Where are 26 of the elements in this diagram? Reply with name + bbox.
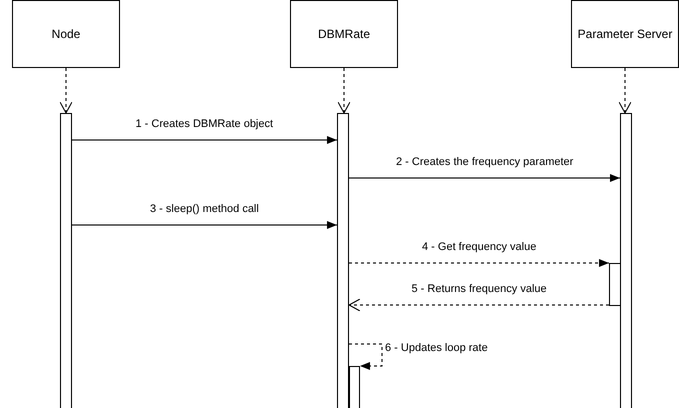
message-label: 5 - Returns frequency value bbox=[412, 283, 547, 296]
participant-name: Parameter Server bbox=[578, 27, 672, 41]
activation-bar bbox=[337, 113, 349, 408]
activation-bar bbox=[609, 263, 621, 306]
activation-bar bbox=[349, 366, 360, 408]
message-label: 1 - Creates DBMRate object bbox=[136, 118, 274, 131]
participant-box bbox=[290, 0, 398, 68]
participant-name: DBMRate bbox=[318, 27, 370, 41]
activation-bar bbox=[620, 113, 632, 408]
message-label: 6 - Updates loop rate bbox=[385, 342, 488, 355]
message-label: 4 - Get frequency value bbox=[422, 241, 536, 254]
message-arrow bbox=[72, 221, 338, 229]
lifeline-arrow bbox=[338, 68, 350, 114]
lifeline-arrow bbox=[60, 68, 72, 114]
activation-bar bbox=[60, 113, 72, 408]
message-label: 2 - Creates the frequency parameter bbox=[396, 156, 574, 169]
message-arrow bbox=[348, 174, 620, 182]
return-arrow bbox=[348, 298, 610, 312]
message-label: 3 - sleep() method call bbox=[150, 203, 259, 216]
self-message-arrow bbox=[348, 344, 382, 370]
participant-box bbox=[571, 0, 679, 68]
lifeline-arrow bbox=[618, 68, 632, 114]
message-arrow bbox=[348, 259, 610, 267]
message-arrow bbox=[72, 136, 338, 144]
participant-box bbox=[12, 0, 120, 68]
participant-name: Node bbox=[52, 27, 80, 41]
